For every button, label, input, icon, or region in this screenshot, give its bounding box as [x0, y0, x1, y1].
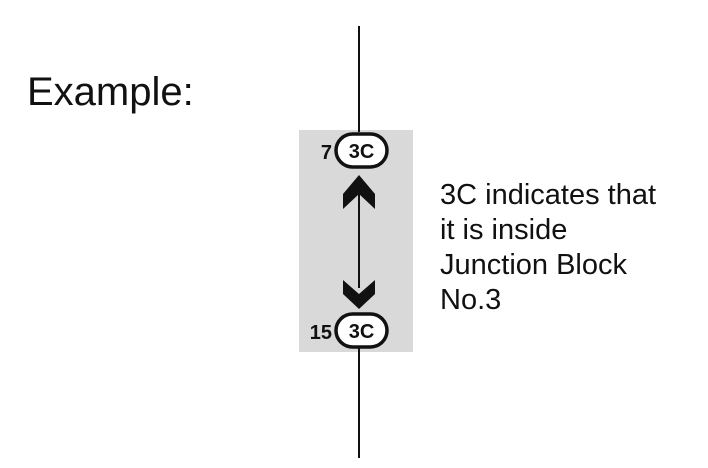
top-connector-oval	[334, 132, 389, 169]
top-pin-number: 7	[321, 142, 332, 164]
explanation-line: 3C indicates that	[440, 179, 657, 211]
bottom-connector: 3C 15	[310, 312, 389, 349]
up-arrowhead	[343, 175, 375, 209]
junction-block-explanation: 3C indicates that it is inside Junction …	[440, 178, 656, 318]
explanation-line: it is inside	[440, 214, 568, 246]
bottom-connector-oval	[334, 312, 389, 349]
top-connector-code: 3C	[349, 141, 375, 163]
bottom-pin-number: 15	[310, 322, 332, 344]
top-connector: 3C 7	[321, 132, 389, 169]
bottom-connector-code: 3C	[349, 321, 375, 343]
down-arrowhead	[343, 280, 375, 309]
example-heading: Example:	[27, 70, 194, 114]
explanation-line: No.3	[440, 284, 502, 316]
explanation-line: Junction Block	[440, 249, 627, 281]
